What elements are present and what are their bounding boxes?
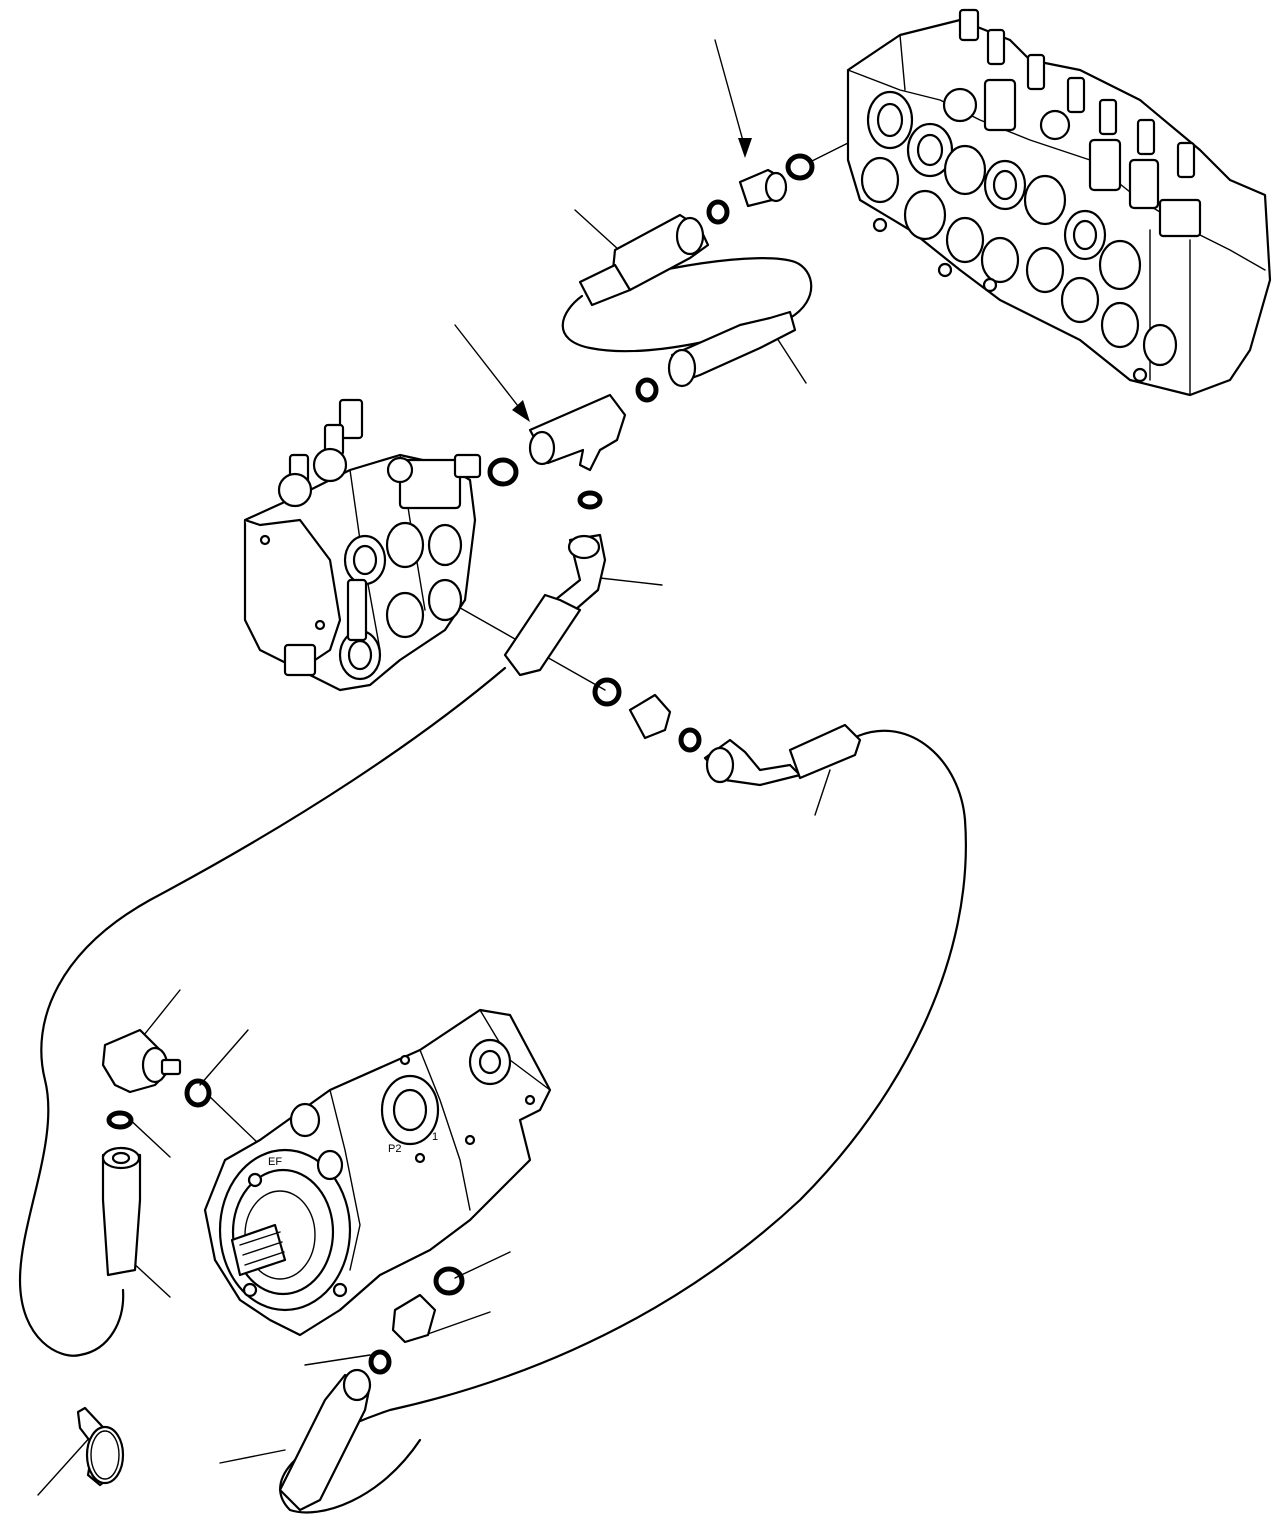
pump-port-number-label: 1 <box>432 1131 438 1143</box>
o-ring <box>368 1349 392 1375</box>
main-control-valve <box>846 8 1272 397</box>
o-ring <box>678 727 702 753</box>
o-ring <box>785 153 815 181</box>
hydraulic-pump: P2 EF 1 <box>203 1008 552 1337</box>
lower-fittings <box>76 1028 465 1512</box>
hose-long-left <box>18 666 507 1357</box>
pump-port-ef-label: EF <box>268 1156 282 1168</box>
arrow-head-icon <box>512 400 530 422</box>
pump-port-p2-label: P2 <box>388 1143 401 1155</box>
o-ring <box>592 677 622 707</box>
o-ring <box>706 199 730 225</box>
arrow-head-icon <box>738 138 752 158</box>
upper-fittings <box>487 153 862 787</box>
auxiliary-control-valve <box>243 398 482 692</box>
o-ring <box>487 457 519 487</box>
hose-long-right <box>279 729 967 1514</box>
o-ring <box>635 377 659 403</box>
o-ring <box>184 1078 212 1108</box>
o-ring <box>106 1110 134 1130</box>
o-ring <box>433 1266 465 1296</box>
o-ring <box>577 490 603 510</box>
